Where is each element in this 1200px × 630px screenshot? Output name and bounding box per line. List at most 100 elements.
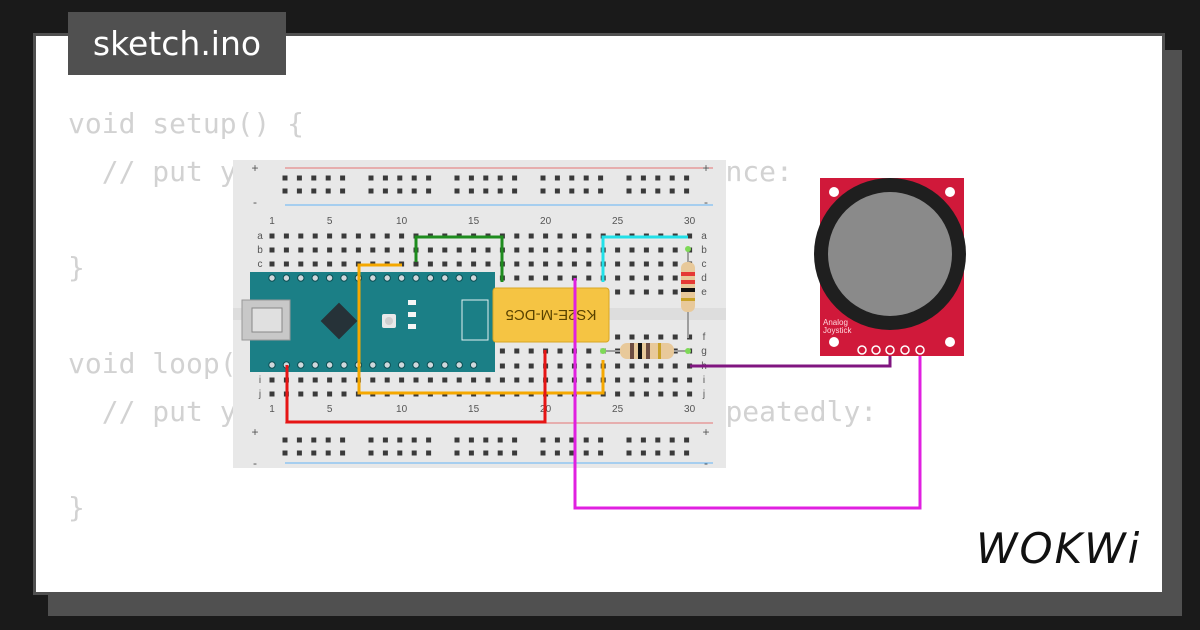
sketch-file-tab[interactable]: sketch.ino <box>68 12 286 75</box>
breadboard-hole[interactable] <box>311 450 317 456</box>
breadboard-hole[interactable] <box>626 188 632 194</box>
breadboard-hole[interactable] <box>540 450 546 456</box>
breadboard-hole[interactable] <box>512 437 518 443</box>
breadboard-hole[interactable] <box>312 233 318 239</box>
breadboard-hole[interactable] <box>557 377 563 383</box>
breadboard-hole[interactable] <box>557 261 563 267</box>
breadboard-hole[interactable] <box>669 188 675 194</box>
breadboard-hole[interactable] <box>341 247 347 253</box>
breadboard-hole[interactable] <box>426 175 432 181</box>
breadboard-hole[interactable] <box>427 247 433 253</box>
breadboard-hole[interactable] <box>672 275 678 281</box>
breadboard-hole[interactable] <box>497 175 503 181</box>
breadboard-hole[interactable] <box>554 175 560 181</box>
purple-wire[interactable] <box>690 353 892 368</box>
joystick-pin[interactable] <box>871 345 881 355</box>
breadboard-hole[interactable] <box>687 391 693 397</box>
breadboard-hole[interactable] <box>615 261 621 267</box>
breadboard-hole[interactable] <box>269 391 275 397</box>
breadboard-hole[interactable] <box>283 261 289 267</box>
joystick-pin[interactable] <box>915 345 925 355</box>
breadboard-hole[interactable] <box>442 261 448 267</box>
breadboard-hole[interactable] <box>672 363 678 369</box>
breadboard-hole[interactable] <box>483 188 489 194</box>
breadboard-hole[interactable] <box>355 247 361 253</box>
breadboard-hole[interactable] <box>643 363 649 369</box>
breadboard-hole[interactable] <box>454 437 460 443</box>
breadboard-hole[interactable] <box>512 175 518 181</box>
breadboard-hole[interactable] <box>687 363 693 369</box>
breadboard-hole[interactable] <box>643 377 649 383</box>
breadboard-hole[interactable] <box>514 261 520 267</box>
nano-pin[interactable] <box>397 274 406 282</box>
breadboard-hole[interactable] <box>540 188 546 194</box>
breadboard-hole[interactable] <box>468 437 474 443</box>
breadboard-hole[interactable] <box>497 188 503 194</box>
nano-pin[interactable] <box>311 274 319 282</box>
breadboard-hole[interactable] <box>658 289 664 295</box>
breadboard-hole[interactable] <box>543 261 549 267</box>
breadboard-hole[interactable] <box>384 247 390 253</box>
breadboard-hole[interactable] <box>312 391 318 397</box>
breadboard-hole[interactable] <box>298 247 304 253</box>
joystick-pin[interactable] <box>885 345 895 355</box>
breadboard-hole[interactable] <box>382 175 388 181</box>
breadboard-hole[interactable] <box>384 233 390 239</box>
breadboard-hole[interactable] <box>557 233 563 239</box>
breadboard-hole[interactable] <box>499 363 505 369</box>
breadboard-hole[interactable] <box>327 261 333 267</box>
breadboard-hole[interactable] <box>672 334 678 340</box>
breadboard-hole[interactable] <box>598 188 604 194</box>
breadboard-hole[interactable] <box>454 450 460 456</box>
breadboard-hole[interactable] <box>468 175 474 181</box>
breadboard-hole[interactable] <box>327 377 333 383</box>
breadboard-hole[interactable] <box>655 450 661 456</box>
breadboard-hole[interactable] <box>569 450 575 456</box>
nano-pin[interactable] <box>282 274 291 282</box>
relay-module[interactable] <box>492 287 610 343</box>
breadboard-hole[interactable] <box>586 275 592 281</box>
breadboard-hole[interactable] <box>325 188 331 194</box>
breadboard-hole[interactable] <box>411 188 417 194</box>
breadboard-hole[interactable] <box>543 275 549 281</box>
breadboard-hole[interactable] <box>684 188 690 194</box>
breadboard-hole[interactable] <box>397 437 403 443</box>
breadboard-hole[interactable] <box>298 391 304 397</box>
breadboard-hole[interactable] <box>311 188 317 194</box>
breadboard-hole[interactable] <box>355 233 361 239</box>
nano-pin[interactable] <box>397 361 406 369</box>
breadboard-hole[interactable] <box>658 275 664 281</box>
joystick-pin[interactable] <box>900 345 910 355</box>
breadboard-hole[interactable] <box>629 334 635 340</box>
breadboard-hole[interactable] <box>499 377 505 383</box>
nano-pin[interactable] <box>383 361 391 369</box>
breadboard-hole[interactable] <box>528 275 534 281</box>
breadboard-hole[interactable] <box>684 450 690 456</box>
breadboard-hole[interactable] <box>586 377 592 383</box>
breadboard-hole[interactable] <box>514 233 520 239</box>
joystick-pin[interactable] <box>857 345 867 355</box>
breadboard-hole[interactable] <box>397 450 403 456</box>
nano-pin[interactable] <box>297 361 305 369</box>
breadboard-hole[interactable] <box>283 247 289 253</box>
breadboard-hole[interactable] <box>283 233 289 239</box>
breadboard-hole[interactable] <box>658 247 664 253</box>
breadboard-hole[interactable] <box>426 437 432 443</box>
breadboard-hole[interactable] <box>598 437 604 443</box>
breadboard-hole[interactable] <box>528 363 534 369</box>
breadboard-hole[interactable] <box>514 247 520 253</box>
breadboard-hole[interactable] <box>327 391 333 397</box>
breadboard-hole[interactable] <box>370 233 376 239</box>
breadboard-hole[interactable] <box>684 437 690 443</box>
resistor-horizontal[interactable] <box>603 343 690 359</box>
breadboard-hole[interactable] <box>471 247 477 253</box>
breadboard-hole[interactable] <box>325 437 331 443</box>
breadboard-hole[interactable] <box>282 437 288 443</box>
breadboard-hole[interactable] <box>325 175 331 181</box>
breadboard-hole[interactable] <box>658 261 664 267</box>
breadboard-hole[interactable] <box>269 261 275 267</box>
breadboard-hole[interactable] <box>554 437 560 443</box>
breadboard-hole[interactable] <box>298 377 304 383</box>
breadboard-hole[interactable] <box>456 261 462 267</box>
breadboard-hole[interactable] <box>512 450 518 456</box>
